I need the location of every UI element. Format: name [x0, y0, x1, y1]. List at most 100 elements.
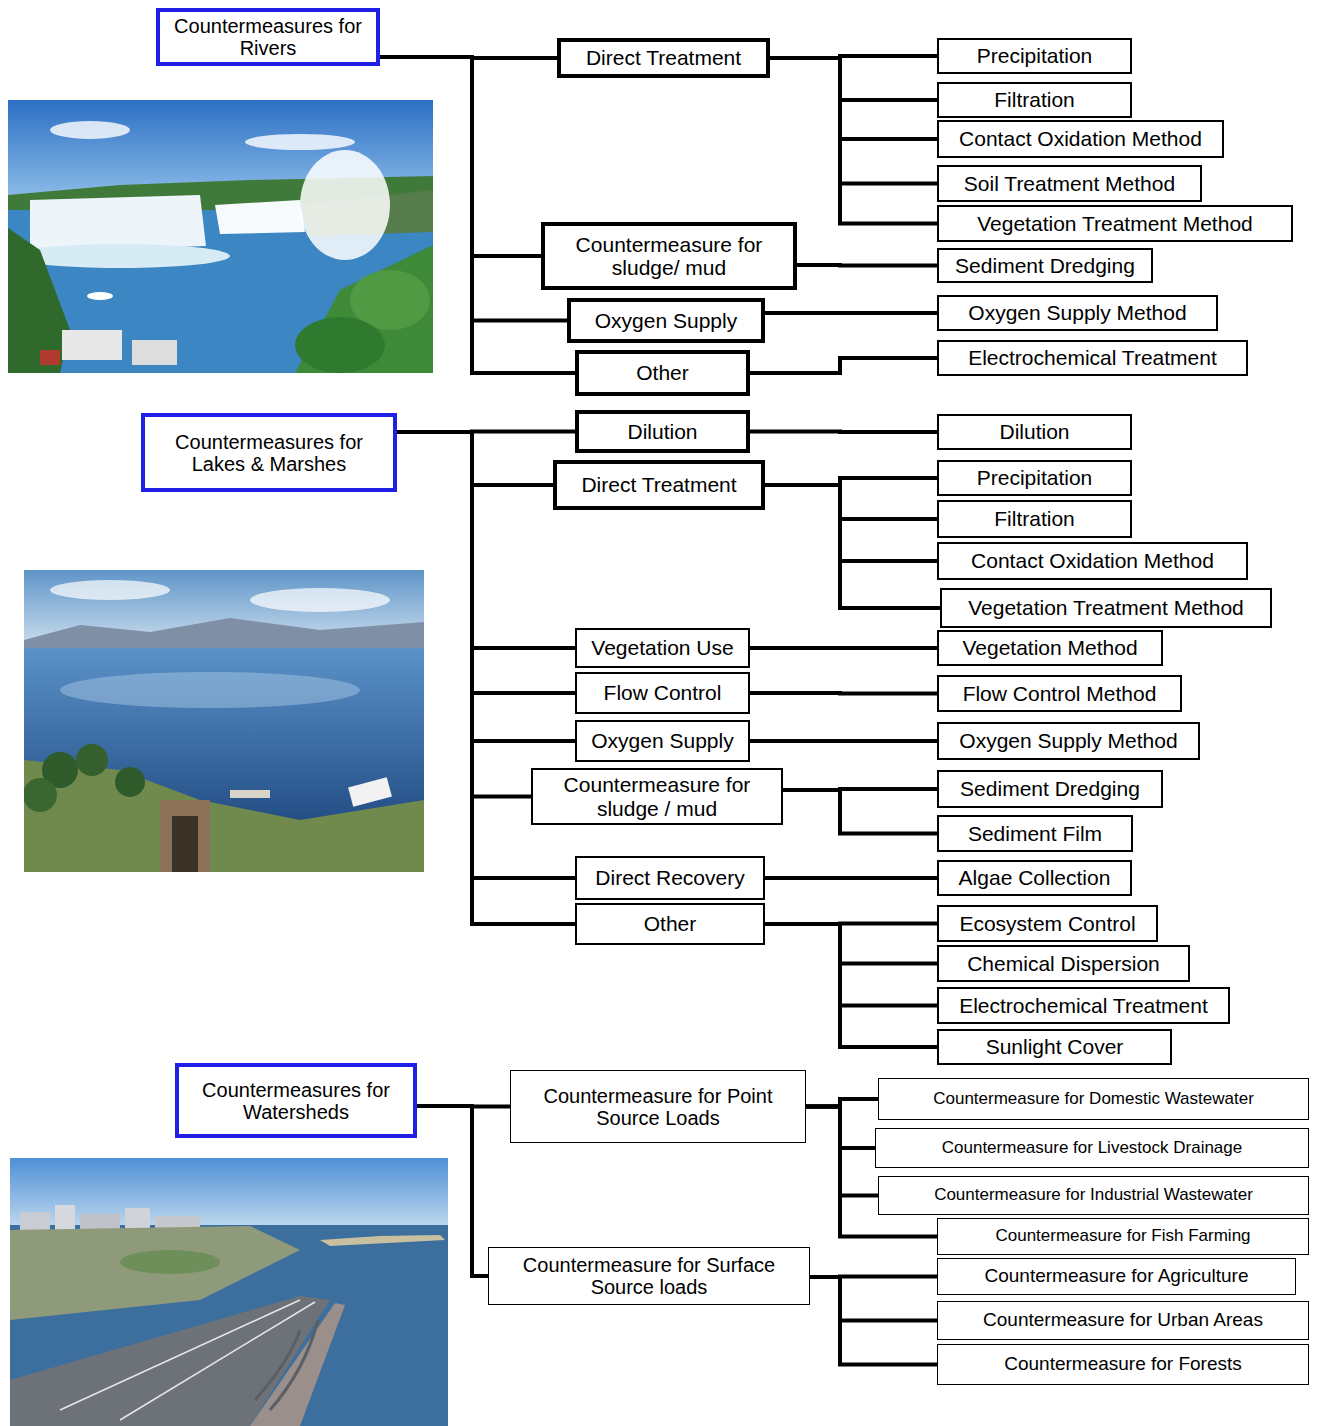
tree [76, 744, 108, 776]
node-label: Chemical Dispersion [967, 952, 1160, 975]
method-box: Countermeasure for Urban Areas [937, 1301, 1309, 1340]
node-label: Countermeasure for Livestock Drainage [942, 1139, 1242, 1158]
node-label: Dilution [627, 420, 697, 443]
node-label: Sediment Dredging [955, 254, 1135, 277]
stone-arch [160, 800, 210, 872]
node-label: Vegetation Treatment Method [977, 212, 1253, 235]
category-box: Countermeasure for Surface Source loads [488, 1247, 810, 1305]
sky [10, 1158, 448, 1230]
node-label: Soil Treatment Method [964, 172, 1175, 195]
method-box: Vegetation Treatment Method [937, 205, 1293, 242]
bridge-truss [255, 1320, 318, 1410]
node-label: Algae Collection [959, 866, 1111, 889]
node-label: Dilution [999, 420, 1069, 443]
node-label: Electrochemical Treatment [968, 346, 1217, 369]
tree-connector [770, 58, 937, 139]
building [20, 1212, 50, 1230]
node-label: Countermeasure for sludge/ mud [553, 233, 785, 279]
node-label: Vegetation Method [962, 636, 1137, 659]
root-box: Countermeasures for Watersheds [175, 1063, 417, 1138]
node-label: Ecosystem Control [959, 912, 1135, 935]
node-label: Countermeasure for sludge / mud [541, 773, 773, 819]
node-label: Countermeasures for Lakes & Marshes [153, 431, 385, 475]
method-box: Countermeasure for Industrial Wastewater [878, 1176, 1309, 1215]
method-box: Sediment Dredging [937, 770, 1163, 808]
tree-connector [397, 432, 575, 741]
arch-opening [172, 816, 198, 872]
method-box: Flow Control Method [937, 675, 1182, 712]
tree-connector [750, 739, 937, 743]
category-box: Countermeasure for sludge/ mud [541, 222, 797, 290]
tree-connector [770, 58, 937, 184]
method-box: Oxygen Supply Method [937, 295, 1218, 331]
sign [348, 777, 392, 807]
boat [87, 292, 113, 300]
node-label: Filtration [994, 507, 1075, 530]
node-label: Countermeasures for Rivers [168, 15, 368, 59]
sky [24, 570, 424, 652]
root-box: Countermeasures for Rivers [156, 8, 380, 66]
method-box: Precipitation [937, 460, 1132, 496]
waterfall [30, 195, 206, 252]
node-label: Countermeasures for Watersheds [187, 1079, 405, 1123]
bridge-rail [250, 1303, 345, 1426]
node-label: Precipitation [977, 466, 1093, 489]
node-label: Countermeasure for Domestic Wastewater [933, 1090, 1254, 1109]
node-label: Countermeasure for Agriculture [984, 1266, 1248, 1287]
method-box: Soil Treatment Method [937, 165, 1202, 202]
tree-connector [765, 924, 937, 1006]
lane-marking [60, 1300, 315, 1420]
tree [115, 767, 145, 797]
tree-connector [765, 485, 940, 608]
cloud [50, 580, 170, 600]
building [80, 1214, 120, 1230]
method-box: Sunlight Cover [937, 1029, 1172, 1065]
river-photo [8, 100, 433, 373]
category-box: Other [575, 903, 765, 945]
node-label: Countermeasure for Point Source Loads [519, 1085, 797, 1129]
node-label: Countermeasure for Forests [1004, 1354, 1242, 1375]
method-box: Oxygen Supply Method [937, 722, 1200, 760]
tree-connector [750, 646, 937, 650]
category-box: Dilution [575, 410, 750, 453]
node-label: Countermeasure for Industrial Wastewater [934, 1186, 1253, 1205]
node-label: Sediment Film [968, 822, 1102, 845]
tree-connector [397, 432, 553, 485]
method-box: Countermeasure for Domestic Wastewater [878, 1078, 1309, 1120]
tree-connector [770, 58, 937, 100]
tree-connector [750, 358, 937, 373]
category-box: Direct Recovery [575, 856, 765, 900]
tree-connector [765, 924, 937, 964]
method-box: Countermeasure for Fish Farming [937, 1218, 1309, 1255]
node-label: Sunlight Cover [986, 1035, 1124, 1058]
right-bank [295, 245, 433, 373]
building [55, 1205, 75, 1230]
tree-connector [397, 432, 531, 797]
park [120, 1250, 220, 1274]
node-label: Direct Recovery [595, 866, 744, 889]
method-box: Sediment Dredging [937, 248, 1153, 283]
land [10, 1226, 300, 1320]
tree-connector [765, 485, 937, 519]
node-label: Countermeasure for Fish Farming [995, 1227, 1250, 1246]
cloud [245, 134, 355, 150]
node-label: Contact Oxidation Method [959, 127, 1202, 150]
building [132, 340, 177, 365]
method-box: Chemical Dispersion [937, 945, 1190, 982]
root-box: Countermeasures for Lakes & Marshes [141, 413, 397, 492]
tree [295, 317, 385, 373]
category-box: Other [575, 350, 750, 396]
mist [300, 150, 390, 260]
tree-connector [765, 485, 937, 561]
tree-connector [765, 311, 937, 315]
method-box: Filtration [937, 500, 1132, 538]
method-box: Vegetation Method [937, 630, 1163, 666]
waterfall [215, 200, 305, 234]
node-label: Filtration [994, 88, 1075, 111]
method-box: Electrochemical Treatment [937, 340, 1248, 376]
node-label: Sediment Dredging [960, 777, 1140, 800]
category-box: Direct Treatment [553, 460, 765, 510]
reflection [60, 672, 360, 708]
tree-connector [770, 58, 937, 224]
